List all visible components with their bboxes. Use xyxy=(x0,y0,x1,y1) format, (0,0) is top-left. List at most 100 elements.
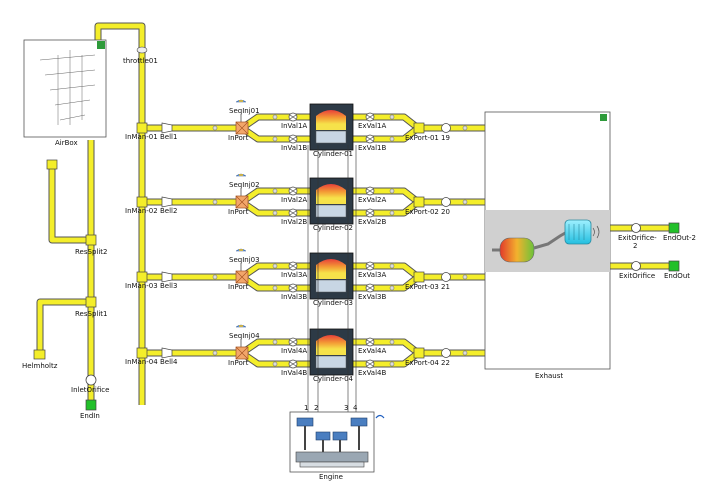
airbox-corner-icon xyxy=(97,41,105,49)
bell-icon[interactable] xyxy=(161,347,173,359)
pipe-node xyxy=(462,125,468,131)
combustion-chamber-icon xyxy=(316,184,346,198)
exhaust-corner-icon xyxy=(600,114,607,121)
cylinder-3[interactable] xyxy=(309,252,354,300)
outlet-number-label: 21 xyxy=(441,283,450,291)
engine-rotation-icon xyxy=(375,414,385,419)
engine-block[interactable] xyxy=(289,411,385,473)
inman-node[interactable] xyxy=(136,347,148,359)
cylinder-4[interactable] xyxy=(309,328,354,376)
intake-valve-b-label: InVal2B xyxy=(281,218,307,226)
piston-icon xyxy=(315,204,347,218)
cylinder-1[interactable] xyxy=(309,103,354,151)
inman-node[interactable] xyxy=(136,122,148,134)
export-node[interactable] xyxy=(413,122,425,134)
endin-node[interactable] xyxy=(85,399,97,411)
endout-label: EndOut xyxy=(664,272,690,280)
outlet-orifice-icon[interactable] xyxy=(441,272,451,282)
chamber-base xyxy=(316,198,346,204)
endout2-node[interactable] xyxy=(668,222,680,234)
valve-symbol-icon xyxy=(289,339,297,345)
endout2-label: EndOut-2 xyxy=(663,234,696,242)
pipe-node xyxy=(212,199,218,205)
outlet-orifice-icon[interactable] xyxy=(441,123,451,133)
helmholtz-icon[interactable] xyxy=(33,349,46,360)
bell-icon[interactable] xyxy=(161,122,173,134)
bell-icon[interactable] xyxy=(161,271,173,283)
exit-orifice-label: ExitOrifice xyxy=(619,272,655,280)
pipe-node xyxy=(272,136,278,142)
engine-port-2: 2 xyxy=(314,404,318,412)
resonator-top-node[interactable] xyxy=(46,159,58,170)
pipe-node xyxy=(389,188,395,194)
export-node[interactable] xyxy=(413,196,425,208)
export-node[interactable] xyxy=(413,347,425,359)
intake-valve-a-label: InVal1A xyxy=(281,122,307,130)
outlet-orifice-icon[interactable] xyxy=(441,348,451,358)
ressplit2-node[interactable] xyxy=(85,234,97,246)
pipe-node xyxy=(212,274,218,280)
inport-cross-icon xyxy=(235,346,249,360)
throttle[interactable] xyxy=(136,46,148,54)
endout-node[interactable] xyxy=(668,260,680,272)
throttle-label: throttle01 xyxy=(123,57,158,65)
inlet-orifice-icon[interactable] xyxy=(85,374,97,386)
export-label: ExPort-02 xyxy=(405,208,439,216)
exit-pipes xyxy=(610,224,672,270)
intake-valve-b-label: InVal1B xyxy=(281,144,307,152)
export-label: ExPort-03 xyxy=(405,283,439,291)
seqinj-label: SeqInj02 xyxy=(229,181,260,189)
pipe-node xyxy=(272,361,278,367)
exit-orifice2-label-2: 2 xyxy=(633,242,637,250)
helmholtz-label: Helmholtz xyxy=(22,362,58,370)
pipe-node xyxy=(389,210,395,216)
cylinder-2[interactable] xyxy=(309,177,354,225)
valve-symbol-icon xyxy=(366,361,374,367)
airbox[interactable] xyxy=(23,39,107,138)
valve-symbol-icon xyxy=(289,136,297,142)
endin-label: EndIn xyxy=(80,412,100,420)
exhaust-valve-b-label: ExVal2B xyxy=(358,218,386,226)
bell-label: Bell2 xyxy=(160,207,177,215)
valve-symbol-icon xyxy=(366,136,374,142)
outlet-number-label: 22 xyxy=(441,359,450,367)
inport-label: InPort xyxy=(228,283,249,291)
engine-connection-lines xyxy=(307,145,357,412)
exit-orifice2-icon[interactable] xyxy=(631,223,641,233)
valve-symbol-icon xyxy=(289,361,297,367)
inman-label: InMan-04 xyxy=(125,358,158,366)
inman-node[interactable] xyxy=(136,271,148,283)
inman-node[interactable] xyxy=(136,196,148,208)
exit-orifice-icon[interactable] xyxy=(631,261,641,271)
bell-label: Bell4 xyxy=(160,358,178,366)
outlet-number-label: 19 xyxy=(441,134,450,142)
exhaust-block[interactable] xyxy=(484,111,611,370)
inlet-orifice-label: InletOrifice xyxy=(71,386,109,394)
exhaust-valve-a-label: ExVal1A xyxy=(358,122,386,130)
exhaust-valve-a-label: ExVal4A xyxy=(358,347,386,355)
export-label: ExPort-04 xyxy=(405,359,439,367)
outlet-orifice-icon[interactable] xyxy=(441,197,451,207)
valve-symbol-icon xyxy=(289,210,297,216)
intake-valve-a-label: InVal4A xyxy=(281,347,307,355)
bell-icon[interactable] xyxy=(161,196,173,208)
pipe-node xyxy=(462,199,468,205)
intake-valve-b-label: InVal3B xyxy=(281,293,307,301)
pipe-node xyxy=(272,114,278,120)
ressplit1-label: ResSplit1 xyxy=(75,310,107,318)
bell-label: Bell3 xyxy=(160,282,177,290)
pipe-node xyxy=(389,361,395,367)
intake-valve-b-label: InVal4B xyxy=(281,369,307,377)
export-node[interactable] xyxy=(413,271,425,283)
piston-icon xyxy=(315,279,347,293)
inport-cross-icon xyxy=(235,270,249,284)
ressplit1-node[interactable] xyxy=(85,296,97,308)
airbox-mesh-icon xyxy=(39,50,96,125)
exit-orifice2-label: ExitOrifice- xyxy=(618,234,657,242)
inport-label: InPort xyxy=(228,208,249,216)
